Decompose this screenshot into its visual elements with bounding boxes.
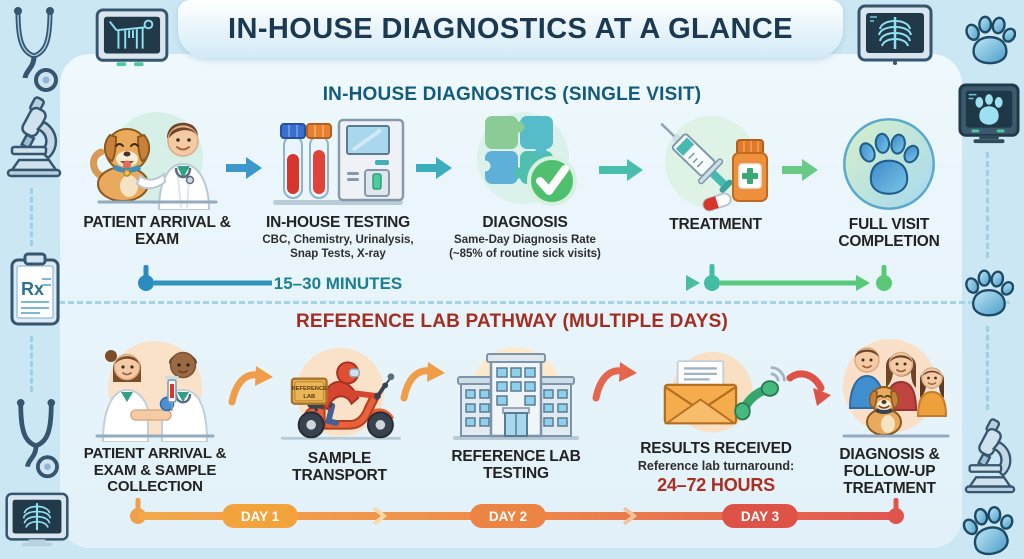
- lab-building-illustration: [453, 347, 579, 440]
- step-diagnosis: DIAGNOSIS Same-Day Diagnosis Rate (~85% …: [440, 110, 610, 261]
- reference-lab-header: REFERENCE LAB PATHWAY (MULTIPLE DAYS): [295, 311, 729, 332]
- flow-arrow-right-icon: [416, 157, 452, 179]
- chest-xray-monitor-icon: [857, 4, 933, 65]
- single-visit-header: IN-HOUSE DIAGNOSTICS (SINGLE VISIT): [322, 84, 702, 105]
- day3-label: DAY 3: [741, 509, 780, 524]
- step-sublabel: Reference lab turnaround:: [637, 459, 795, 474]
- single-visit-timeline: 15–30 MINUTES: [138, 264, 892, 293]
- paw-print-icon: [965, 15, 1016, 65]
- rail-dashed-connector: [30, 336, 33, 392]
- stethoscope-icon: [14, 7, 58, 92]
- paw-monitor-icon: [958, 83, 1020, 144]
- step-full-visit-completion: FULL VISIT COMPLETION: [824, 116, 954, 250]
- paw-print-icon: [962, 506, 1014, 556]
- rail-dashed-connector: [30, 188, 33, 246]
- courier-scooter-illustration: REFERENCE LAB: [280, 347, 401, 440]
- step-label: TREATMENT: [669, 216, 762, 233]
- step-diagnosis-follow-up: DIAGNOSIS & FOLLOW-UP TREATMENT: [812, 336, 967, 497]
- curved-arrow-icon: [400, 362, 445, 402]
- step-sublabel: Same-Day Diagnosis Rate (~85% of routine…: [449, 234, 601, 261]
- reference-lab-timeline: DAY 1 DAY 2 DAY 3: [130, 498, 904, 528]
- step-reference-lab-testing: REFERENCE LAB TESTING: [436, 346, 596, 482]
- step-sublabel: CBC, Chemistry, Urinalysis, Snap Tests, …: [262, 234, 414, 261]
- day1-badge: DAY 1: [222, 504, 298, 528]
- reference-lab-box-label-line1: REFERENCE: [291, 386, 327, 392]
- title-banner: IN-HOUSE DIAGNOSTICS AT A GLANCE: [178, 0, 843, 58]
- day1-label: DAY 1: [241, 509, 280, 524]
- microscope-icon: [6, 96, 62, 178]
- step-treatment: TREATMENT: [648, 112, 783, 233]
- microscope-icon: [964, 418, 1016, 494]
- step-label: SAMPLE TRANSPORT: [292, 450, 387, 485]
- turnaround-hours: 24–72 HOURS: [657, 475, 775, 496]
- step-results-received: RESULTS RECEIVED Reference lab turnaroun…: [630, 352, 802, 496]
- page-title: IN-HOUSE DIAGNOSTICS AT A GLANCE: [228, 12, 793, 45]
- step-sample-transport: REFERENCE LAB SAMPLE TRANSPORT: [262, 346, 417, 484]
- day2-badge: DAY 2: [470, 504, 546, 528]
- dog-xray-monitor-icon: [95, 8, 169, 67]
- flow-arrow-right-icon: [226, 157, 262, 179]
- curved-arrow-icon: [228, 366, 273, 406]
- step-in-house-testing: IN-HOUSE TESTING CBC, Chemistry, Urinaly…: [254, 112, 422, 261]
- rail-dashed-connector: [986, 326, 989, 410]
- dog-and-vet-illustration: [89, 112, 217, 210]
- step-label: RESULTS RECEIVED: [640, 440, 792, 457]
- timeline-duration-label: 15–30 MINUTES: [274, 274, 403, 293]
- step-label: PATIENT ARRIVAL & EXAM: [83, 214, 231, 249]
- step-sample-collection: PATIENT ARRIVAL & EXAM & SAMPLE COLLECTI…: [72, 338, 238, 496]
- rx-label: Rx: [21, 279, 44, 299]
- step-label: PATIENT ARRIVAL & EXAM & SAMPLE COLLECTI…: [83, 445, 227, 495]
- paw-badge-illustration: [843, 118, 935, 210]
- day3-badge: DAY 3: [722, 504, 798, 528]
- blood-tubes-analyzer-illustration: [273, 118, 405, 205]
- paw-print-icon: [965, 269, 1014, 317]
- section-divider-dashed: [14, 301, 1010, 304]
- curved-arrow-icon: [592, 362, 637, 402]
- step-label: FULL VISIT COMPLETION: [838, 216, 940, 251]
- flow-arrow-right-icon: [782, 159, 818, 181]
- family-dog-illustration: [842, 339, 949, 438]
- step-label: IN-HOUSE TESTING: [265, 214, 411, 231]
- syringe-medicine-illustration: [659, 116, 768, 212]
- rail-dashed-connector: [986, 152, 989, 258]
- stethoscope-icon: [16, 398, 59, 479]
- step-label: REFERENCE LAB TESTING: [451, 448, 581, 483]
- blood-draw-illustration: [95, 341, 215, 442]
- step-label: DIAGNOSIS: [482, 214, 568, 231]
- curved-arrow-down-icon: [786, 370, 831, 406]
- day2-label: DAY 2: [489, 509, 527, 524]
- step-patient-arrival-exam: PATIENT ARRIVAL & EXAM: [82, 110, 232, 248]
- rx-clipboard-icon: Rx: [10, 252, 60, 326]
- reference-lab-box-label-line2: LAB: [303, 394, 315, 400]
- chest-xray-monitor-icon: [5, 492, 69, 547]
- flow-arrow-right-icon: [599, 159, 643, 181]
- step-label: DIAGNOSIS & FOLLOW-UP TREATMENT: [839, 446, 940, 498]
- envelope-phone-illustration: [663, 352, 786, 433]
- puzzle-checkmark-illustration: [477, 112, 577, 206]
